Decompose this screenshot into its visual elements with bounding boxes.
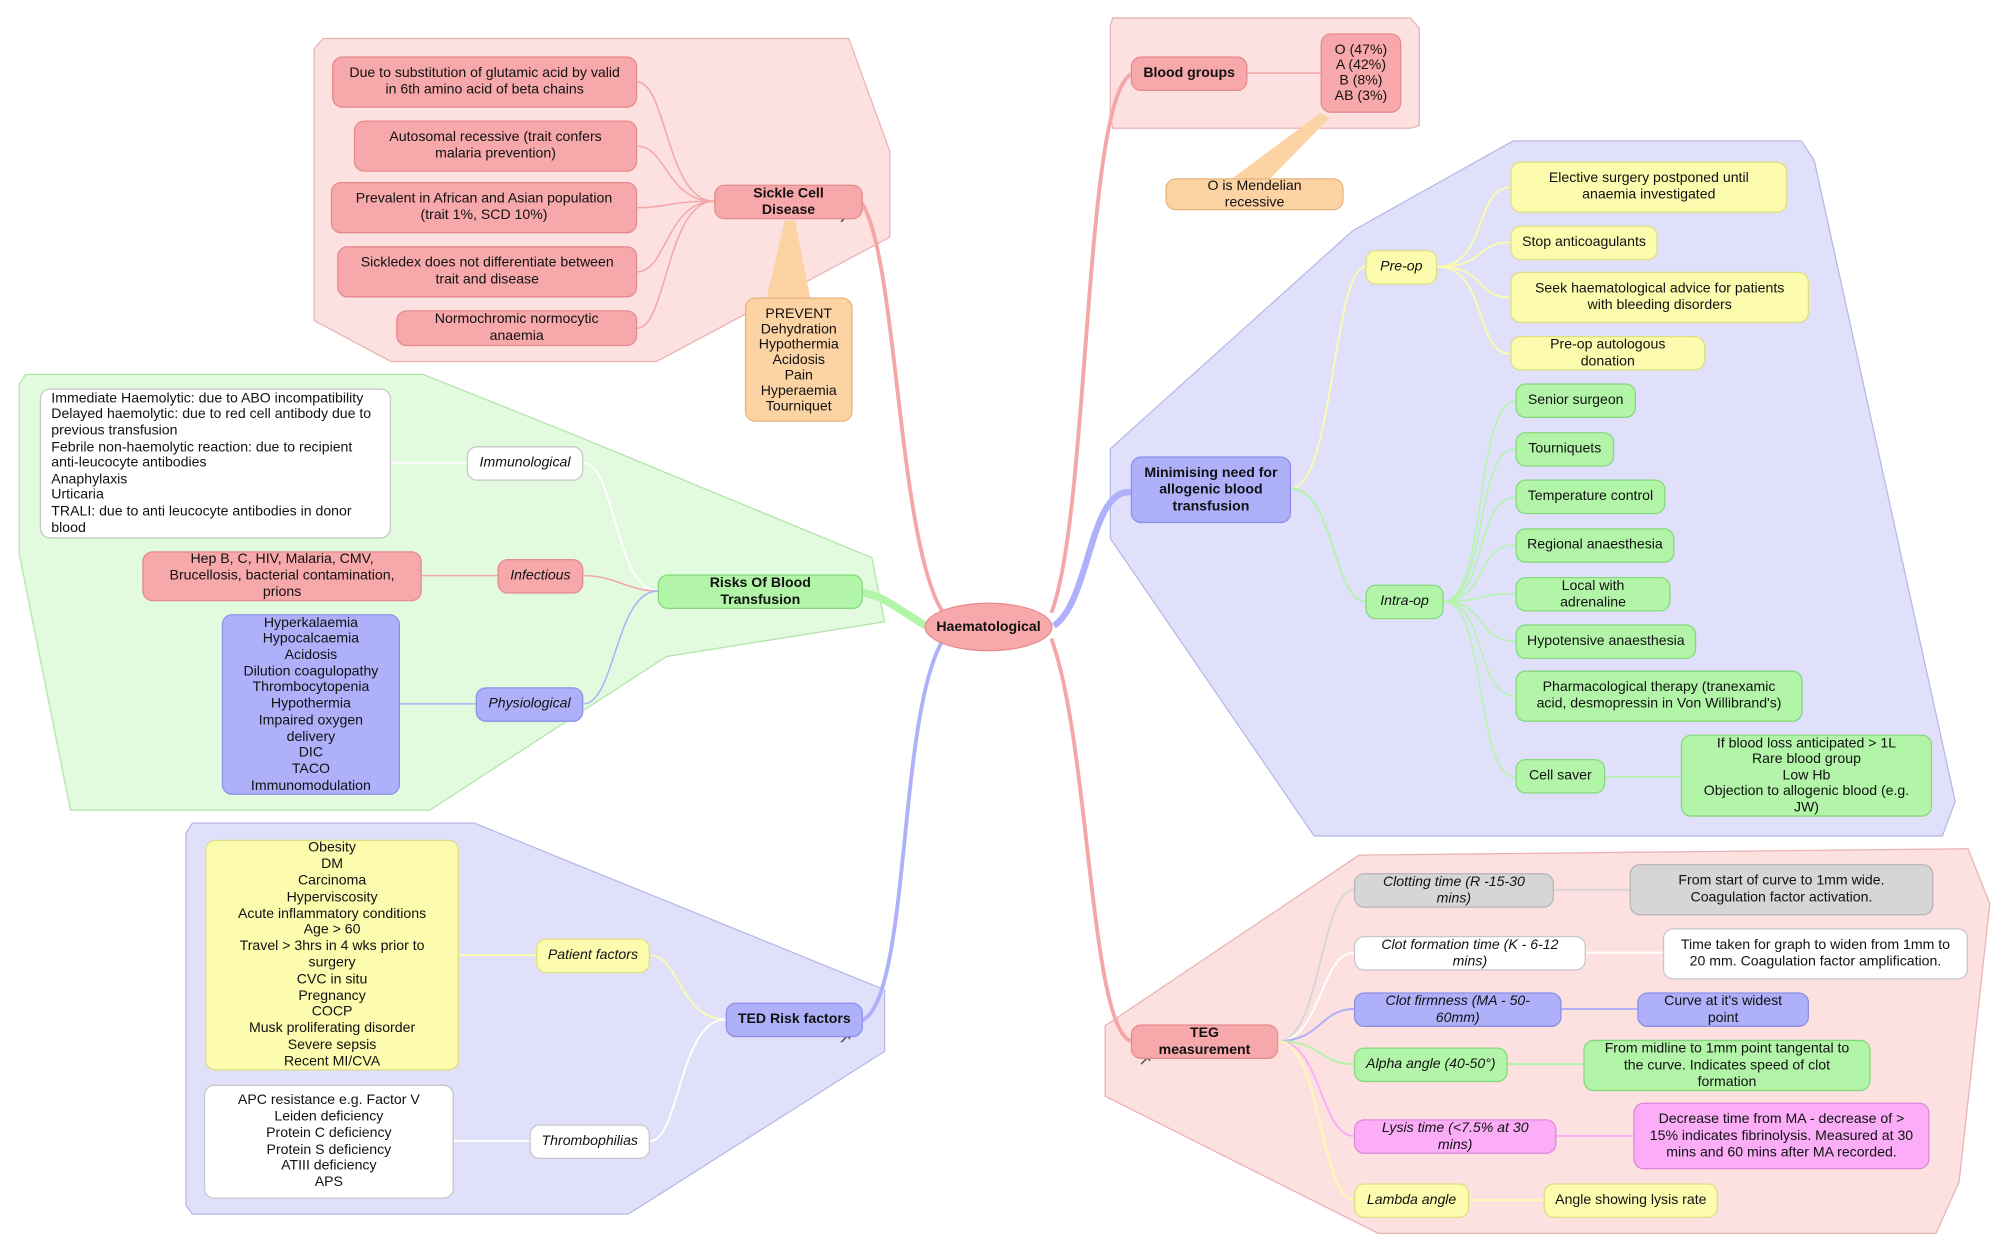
sickle-item[interactable]: Autosomal recessive (trait confers malar… xyxy=(353,120,638,172)
immunological-detail[interactable]: Immediate Haemolytic: due to ABO incompa… xyxy=(39,388,392,539)
subtopic-patient-factors[interactable]: Patient factors xyxy=(535,938,651,974)
callout-wedge-prevent xyxy=(766,220,811,298)
topic-teg-measurement[interactable]: TEG measurement xyxy=(1130,1024,1279,1060)
sickle-connectors xyxy=(637,81,715,329)
callout-mendelian[interactable]: O is Mendelian recessive xyxy=(1165,178,1344,211)
teg-connector-0 xyxy=(1278,888,1355,1043)
topic-ted-risk-factors[interactable]: TED Risk factors xyxy=(725,1002,863,1038)
intraop-item[interactable]: Senior surgeon xyxy=(1515,383,1636,418)
risks-connector-physio xyxy=(583,590,658,705)
branch-sickle xyxy=(859,201,944,613)
subtopic-pre-op[interactable]: Pre-op xyxy=(1365,250,1438,285)
topic-minimising-transfusion[interactable]: Minimising need for allogenic blood tran… xyxy=(1130,456,1292,524)
intraop-item[interactable]: Tourniquets xyxy=(1515,432,1615,467)
callout-wedge-mendelian xyxy=(1230,112,1330,180)
teg-param[interactable]: Lysis time (<7.5% at 30 mins) xyxy=(1353,1119,1557,1154)
thrombophilias-detail[interactable]: APC resistance e.g. Factor V Leiden defi… xyxy=(203,1084,454,1199)
teg-param[interactable]: Clotting time (R -15-30 mins) xyxy=(1353,873,1554,908)
branch-blood-groups xyxy=(1049,72,1133,614)
preop-item[interactable]: Pre-op autologous donation xyxy=(1510,335,1706,371)
sickle-item[interactable]: Sickledex does not differentiate between… xyxy=(337,246,638,298)
teg-connector-1 xyxy=(1278,951,1354,1043)
risks-connector-immuno xyxy=(583,461,658,593)
teg-param-detail[interactable]: From midline to 1mm point tangental to t… xyxy=(1583,1039,1871,1092)
teg-param-detail[interactable]: Angle showing lysis rate xyxy=(1543,1183,1719,1218)
teg-param[interactable]: Lambda angle xyxy=(1353,1183,1470,1218)
intraop-item[interactable]: Temperature control xyxy=(1515,479,1666,515)
subtopic-thrombophilias[interactable]: Thrombophilias xyxy=(529,1124,651,1160)
sickle-item[interactable]: Prevalent in African and Asian populatio… xyxy=(330,182,638,234)
intraop-item[interactable]: Pharmacological therapy (tranexamic acid… xyxy=(1515,670,1803,722)
physiological-detail[interactable]: Hyperkalaemia Hypocalcaemia Acidosis Dil… xyxy=(221,614,401,795)
teg-connector-5 xyxy=(1278,1040,1355,1202)
teg-connector-3 xyxy=(1278,1040,1354,1066)
sickle-item[interactable]: Normochromic normocytic anaemia xyxy=(396,310,638,347)
intraop-item[interactable]: Regional anaesthesia xyxy=(1515,528,1675,563)
preop-connectors xyxy=(1437,186,1511,355)
infectious-detail[interactable]: Hep B, C, HIV, Malaria, CMV, Brucellosis… xyxy=(142,551,422,602)
subtopic-physiological[interactable]: Physiological xyxy=(475,687,584,722)
subtopic-infectious[interactable]: Infectious xyxy=(497,558,584,594)
intraop-connectors xyxy=(1443,400,1681,778)
intraop-item-cell-saver[interactable]: Cell saver xyxy=(1515,759,1606,794)
preop-item[interactable]: Stop anticoagulants xyxy=(1510,225,1658,261)
teg-param-detail[interactable]: Decrease time from MA - decrease of > 15… xyxy=(1633,1102,1930,1170)
min-connector-preop xyxy=(1290,265,1366,490)
intraop-item[interactable]: Hypotensive anaesthesia xyxy=(1515,624,1697,659)
topic-risks-blood-transfusion[interactable]: Risks Of Blood Transfusion xyxy=(657,574,863,609)
center-node-haematological[interactable]: Haematological xyxy=(924,602,1053,652)
ted-connector-patient xyxy=(649,954,726,1021)
branch-teg xyxy=(1049,637,1132,1043)
branch-ted xyxy=(860,640,945,1023)
blood-groups-list[interactable]: O (47%) A (42%) B (8%) AB (3%) xyxy=(1320,33,1402,113)
subtopic-immunological[interactable]: Immunological xyxy=(466,446,584,481)
teg-connector-2 xyxy=(1278,1008,1354,1043)
branch-minimising xyxy=(1051,489,1132,629)
intraop-item[interactable]: Local with adrenaline xyxy=(1515,576,1671,612)
risks-connector-infectious xyxy=(583,574,658,592)
callout-prevent[interactable]: PREVENT Dehydration Hypothermia Acidosis… xyxy=(744,297,853,422)
topic-blood-groups[interactable]: Blood groups xyxy=(1130,56,1248,92)
min-connector-intraop xyxy=(1291,487,1366,603)
preop-item[interactable]: Seek haematological advice for patients … xyxy=(1510,271,1810,324)
teg-connector-4 xyxy=(1278,1040,1354,1137)
preop-item[interactable]: Elective surgery postponed until anaemia… xyxy=(1510,161,1788,213)
teg-param[interactable]: Clot firmness (MA - 50-60mm) xyxy=(1353,992,1562,1027)
teg-param-detail[interactable]: Curve at it's widest point xyxy=(1637,992,1810,1027)
teg-param-detail[interactable]: Time taken for graph to widen from 1mm t… xyxy=(1662,928,1969,980)
teg-param[interactable]: Alpha angle (40-50°) xyxy=(1353,1047,1508,1083)
teg-param-detail[interactable]: From start of curve to 1mm wide. Coagula… xyxy=(1629,864,1934,916)
cell-saver-detail[interactable]: If blood loss anticipated > 1L Rare bloo… xyxy=(1680,734,1933,817)
ted-connector-thrombo xyxy=(649,1018,726,1143)
topic-sickle-cell-disease[interactable]: Sickle Cell Disease xyxy=(714,184,863,220)
branch-risks xyxy=(860,588,928,629)
subtopic-intra-op[interactable]: Intra-op xyxy=(1365,584,1444,620)
patient-factors-detail[interactable]: Obesity DM Carcinoma Hyperviscosity Acut… xyxy=(205,839,459,1071)
sickle-item[interactable]: Due to substitution of glutamic acid by … xyxy=(332,56,638,108)
teg-param[interactable]: Clot formation time (K - 6-12 mins) xyxy=(1353,935,1586,971)
